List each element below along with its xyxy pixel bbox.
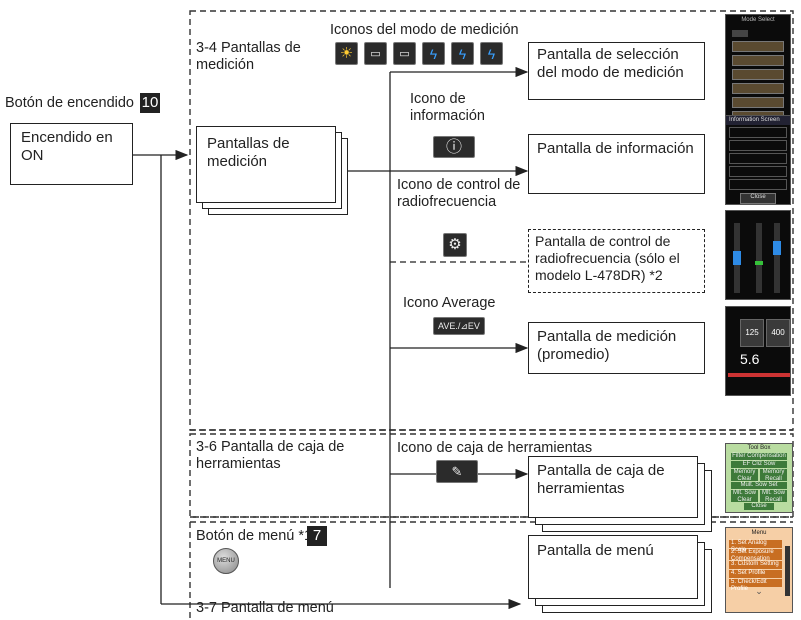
menu-thumb-item: 3. Custom Setting — [729, 561, 782, 569]
chevron-down-icon: ⌄ — [755, 586, 763, 596]
menu-thumb-title: Menu — [751, 530, 767, 536]
menu-thumb-item: 5. Check/Edit Profile — [729, 579, 782, 592]
mode-select-screen-box: Pantalla de selección del modo de medici… — [528, 42, 705, 100]
info-thumb-title: Information Screen — [726, 116, 790, 125]
section-label-measurement: 3-4 Pantallas de medición — [196, 40, 301, 73]
toolbox-thumb-item: Mult. Sow Set — [731, 482, 787, 489]
toolbox-icon-label: Icono de caja de herramientas — [397, 440, 593, 456]
mode-select-thumb-title: Mode Select — [741, 17, 775, 23]
radio-control-thumbnail — [725, 210, 791, 300]
info-screen-text: Pantalla de información — [537, 140, 694, 157]
power-button-number: 10 — [140, 93, 160, 113]
flash-icon[interactable]: ϟ — [451, 42, 474, 65]
mode-icons-label: Iconos del modo de medición — [330, 22, 519, 38]
section-label-menu: 3-7 Pantalla de menú — [196, 600, 334, 616]
average-icon[interactable]: AVE./⊿EV — [433, 317, 485, 335]
info-icon[interactable]: ⓘ — [433, 136, 475, 158]
average-thumbnail: 125 400 5.6 — [725, 306, 791, 396]
menu-thumb-item: 4. Set Profile — [729, 570, 782, 578]
menu-button-label: Botón de menú *1 — [196, 528, 313, 544]
flash-cordless-icon[interactable]: ϟ — [480, 42, 503, 65]
menu-thumbnail: Menu 1. Set Analog Scale 2. Set Exposure… — [725, 527, 793, 613]
sun-icon[interactable]: ☀ — [335, 42, 358, 65]
average-screen-text: Pantalla de medición (promedio) — [537, 328, 677, 363]
menu-screen-text: Pantalla de menú — [537, 542, 654, 559]
toolbox-screen-text: Pantalla de caja de herramientas — [537, 462, 665, 497]
power-on-box: Encendido en ON — [10, 123, 133, 185]
toolbox-thumb-item: Filter Compensation — [731, 453, 787, 460]
section-frame-toolbox — [189, 433, 794, 518]
cine-icon[interactable]: ▭ — [364, 42, 387, 65]
toolbox-thumb-item: Memory Recall — [760, 469, 787, 482]
power-on-text: Encendido en ON — [21, 129, 113, 164]
measurement-screens-text: Pantallas de medición — [207, 135, 290, 170]
toolbox-thumb-close: Close — [744, 503, 774, 510]
radio-control-screen-box: Pantalla de control de radiofrecuencia (… — [528, 229, 705, 293]
flash-cord-icon[interactable]: ϟ — [422, 42, 445, 65]
radio-icon-label: Icono de control de radiofrecuencia — [397, 177, 521, 210]
power-button-label: Botón de encendido — [5, 95, 134, 111]
cine-multi-icon[interactable]: ▭ — [393, 42, 416, 65]
radio-control-icon[interactable]: ⚙ — [443, 233, 467, 257]
mode-select-thumbnail: Mode Select — [725, 14, 791, 119]
average-thumb-shutter: 125 — [740, 319, 764, 347]
toolbox-thumb-item: Mlt. Sow Recall — [760, 490, 787, 503]
toolbox-thumb-title: Tool Box — [747, 445, 771, 451]
average-thumb-aperture: 5.6 — [740, 351, 760, 367]
toolbox-thumb-item: EF Cliz Sow — [731, 461, 787, 468]
menu-thumb-item: 1. Set Analog Scale — [729, 540, 782, 553]
radio-control-screen-text: Pantalla de control de radiofrecuencia (… — [535, 233, 680, 283]
info-icon-label: Icono de información — [410, 91, 485, 124]
info-thumbnail: Information Screen Close — [725, 115, 791, 205]
mode-select-screen-text: Pantalla de selección del modo de medici… — [537, 46, 684, 81]
average-icon-label: Icono Average — [403, 295, 496, 311]
toolbox-thumbnail: Tool Box Filter Compensation EF Cliz Sow… — [725, 443, 793, 513]
menu-thumb-item: 2. Set Exposure Compensation — [729, 549, 782, 562]
toolbox-thumb-item: Memory Clear — [731, 469, 758, 482]
menu-button-icon[interactable]: MENU — [213, 548, 239, 574]
section-label-toolbox: 3-6 Pantalla de caja de herramientas — [196, 439, 345, 472]
toolbox-thumb-item: Mlt. Sow Clear — [731, 490, 758, 503]
info-thumb-close: Close — [740, 193, 776, 204]
info-screen-box: Pantalla de información — [528, 134, 705, 194]
average-screen-box: Pantalla de medición (promedio) — [528, 322, 705, 374]
menu-button-number: 7 — [307, 526, 327, 546]
wrench-icon[interactable]: ✎ — [436, 460, 478, 483]
average-thumb-iso: 400 — [766, 319, 790, 347]
